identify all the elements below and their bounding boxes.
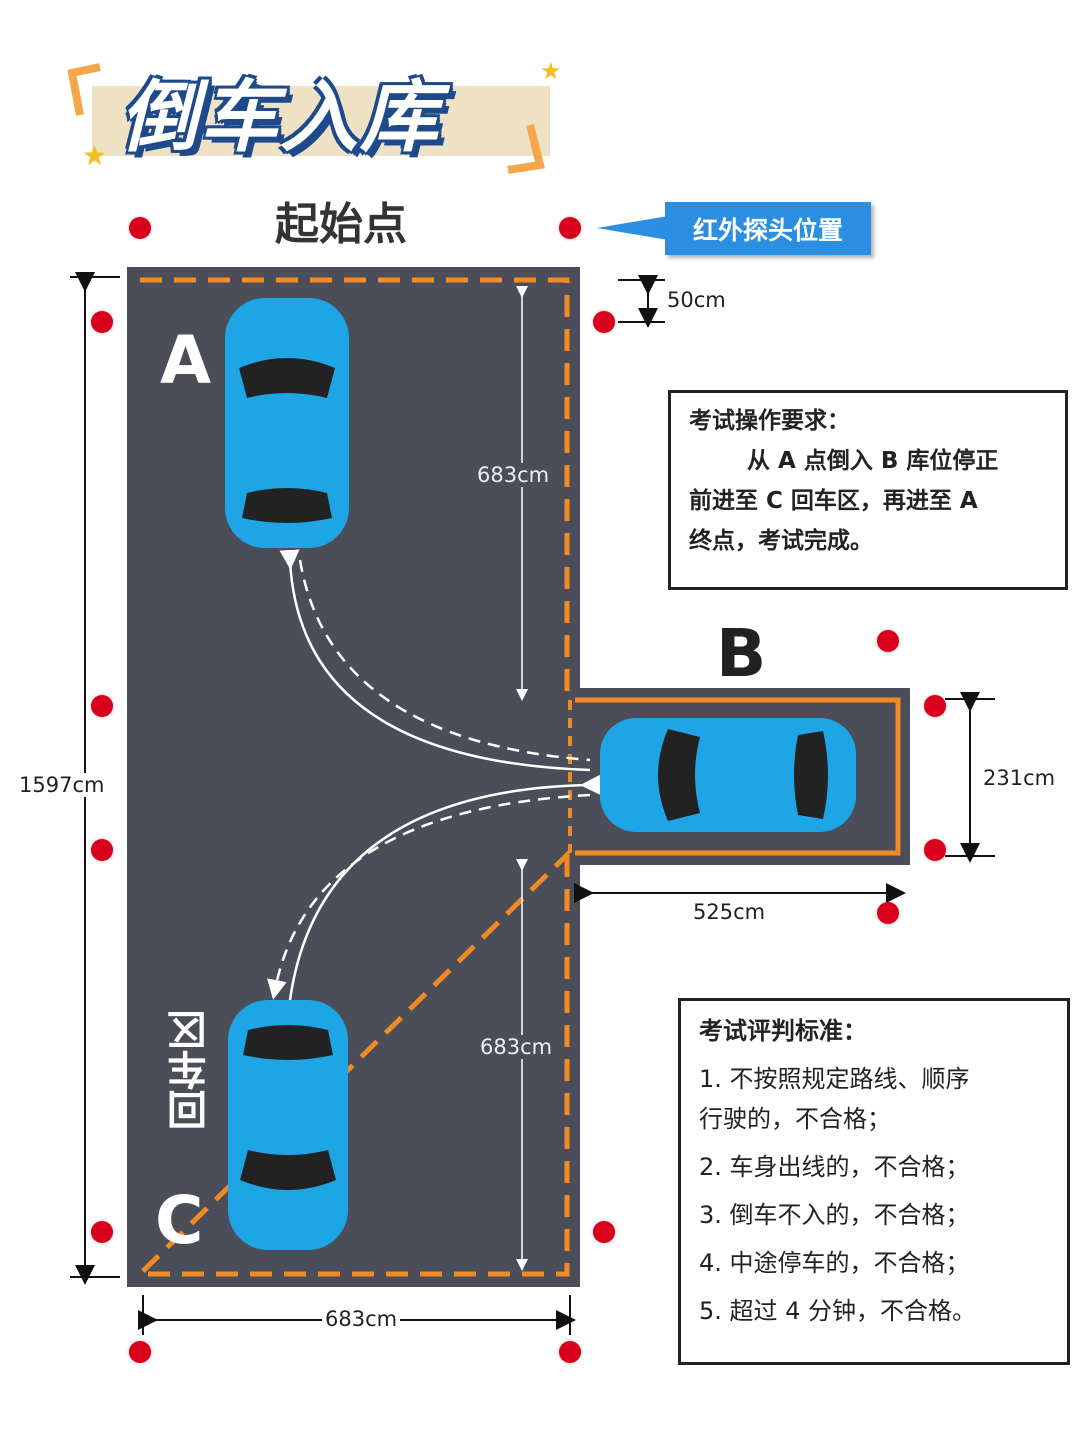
criteria-box: 考试评判标准： 1. 不按照规定路线、顺序 行驶的，不合格； 2. 车身出线的，… bbox=[678, 998, 1070, 1365]
dim-upper-label: 683cm bbox=[477, 463, 550, 487]
page-title: 倒车入库 bbox=[120, 73, 441, 163]
star-icon: ★ bbox=[82, 139, 107, 172]
zone-c-label: C bbox=[155, 1182, 204, 1259]
criteria-item: 4. 中途停车的，不合格； bbox=[699, 1249, 970, 1277]
criteria-item: 3. 倒车不入的，不合格； bbox=[699, 1201, 970, 1229]
bracket-icon bbox=[67, 63, 101, 116]
probe-dot bbox=[924, 839, 946, 861]
criteria-item: 2. 车身出线的，不合格； bbox=[699, 1153, 970, 1181]
probe-callout: 红外探头位置 bbox=[665, 202, 871, 255]
requirements-box: 考试操作要求： 从 A 点倒入 B 库位停正 前进至 C 回车区，再进至 A 终… bbox=[668, 390, 1068, 590]
path-arrow bbox=[279, 549, 591, 772]
requirements-line: 终点，考试完成。 bbox=[689, 528, 873, 554]
dim-total-label: 1597cm bbox=[16, 773, 108, 797]
dim-width-label: 683cm bbox=[322, 1307, 401, 1331]
criteria-heading: 考试评判标准： bbox=[699, 1017, 867, 1045]
probe-dot bbox=[593, 311, 615, 333]
title-banner bbox=[92, 86, 550, 156]
probe-dot bbox=[129, 1341, 151, 1363]
probe-dot bbox=[129, 217, 151, 239]
car-b bbox=[600, 718, 856, 832]
bracket-icon bbox=[507, 124, 545, 174]
path-arrow bbox=[298, 559, 591, 762]
car-a bbox=[225, 298, 349, 548]
probe-dot bbox=[91, 839, 113, 861]
probe-dot bbox=[91, 695, 113, 717]
requirements-line: 前进至 C 回车区，再进至 A bbox=[689, 488, 978, 514]
probe-dot bbox=[593, 1221, 615, 1243]
probe-dot bbox=[877, 630, 899, 652]
garage-line bbox=[575, 697, 901, 856]
criteria-item: 1. 不按照规定路线、顺序 bbox=[699, 1065, 970, 1093]
dim-50-label: 50cm bbox=[664, 288, 729, 312]
probe-dot bbox=[877, 902, 899, 924]
start-point-label: 起始点 bbox=[275, 199, 407, 250]
requirements-heading: 考试操作要求： bbox=[689, 408, 850, 434]
asphalt-main bbox=[127, 267, 580, 1287]
probe-dot bbox=[91, 1221, 113, 1243]
return-zone-label: 回车区 bbox=[168, 1010, 214, 1130]
probe-dot bbox=[924, 695, 946, 717]
title-decorations: ★ ★ bbox=[67, 57, 562, 174]
probe-dot bbox=[91, 311, 113, 333]
zone-b-label: B bbox=[716, 615, 767, 692]
criteria-item: 5. 超过 4 分钟，不合格。 bbox=[699, 1297, 977, 1325]
dim-lower-label: 683cm bbox=[480, 1035, 553, 1059]
car-c bbox=[228, 1000, 348, 1250]
dim-525-label: 525cm bbox=[690, 900, 769, 924]
zone-a-label: A bbox=[160, 322, 212, 399]
path-arrow bbox=[288, 774, 601, 1001]
probe-dot bbox=[559, 217, 581, 239]
requirements-line: 从 A 点倒入 B 库位停正 bbox=[747, 448, 999, 474]
criteria-item: 行驶的，不合格； bbox=[699, 1105, 891, 1133]
boundary-line bbox=[133, 277, 570, 1277]
star-icon: ★ bbox=[540, 57, 562, 85]
path-arrow bbox=[267, 793, 591, 1000]
callout-pointer bbox=[597, 216, 668, 240]
dim-231-label: 231cm bbox=[980, 766, 1059, 790]
probe-dot bbox=[559, 1341, 581, 1363]
